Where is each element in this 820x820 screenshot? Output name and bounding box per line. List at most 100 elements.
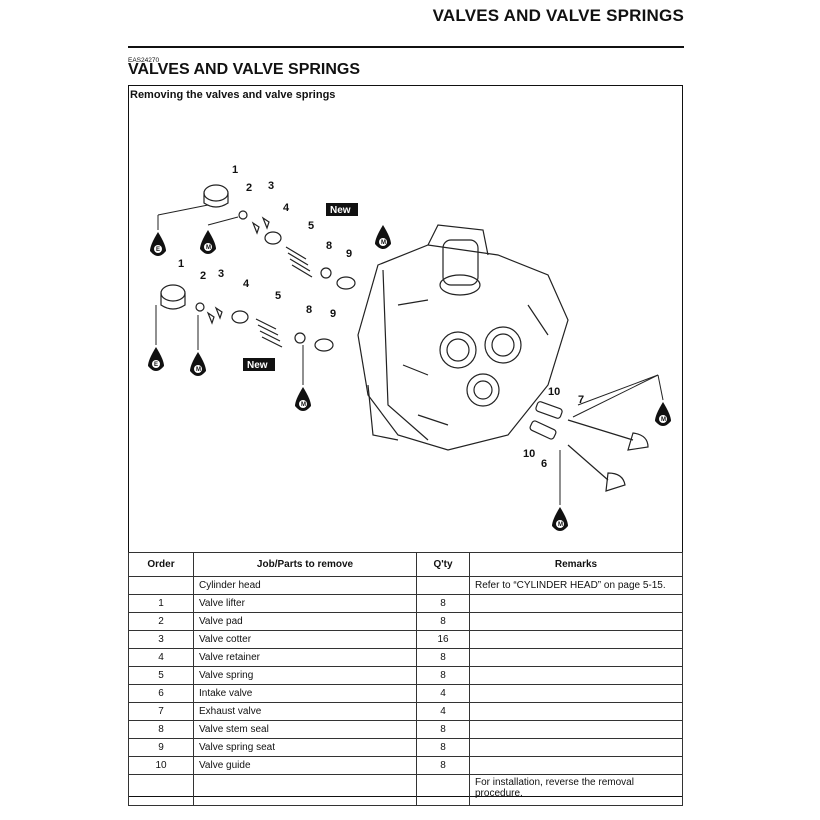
callout-3-lower: 3 — [218, 268, 224, 280]
qty-cell: 8 — [416, 738, 470, 757]
callout-1-lower: 1 — [178, 258, 184, 270]
qty-cell: 8 — [416, 720, 470, 739]
qty-cell: 16 — [416, 630, 470, 649]
oil-mark-m-4: M — [295, 387, 311, 411]
remarks-cell — [469, 594, 683, 613]
order-cell: 3 — [128, 630, 194, 649]
cylinder-head-drawing — [357, 224, 569, 451]
job-header: Job/Parts to remove — [193, 552, 417, 577]
order-header: Order — [128, 552, 194, 577]
svg-text:M: M — [196, 367, 201, 373]
remarks-cell: Refer to “CYLINDER HEAD” on page 5-15. — [469, 576, 683, 595]
remarks-cell — [469, 612, 683, 631]
order-cell — [128, 576, 194, 595]
svg-text:New: New — [247, 360, 268, 371]
order-cell: 5 — [128, 666, 194, 685]
qty-cell: 8 — [416, 666, 470, 685]
callout-2-upper: 2 — [246, 182, 252, 194]
svg-text:M: M — [558, 522, 563, 528]
upper-parts — [203, 184, 356, 290]
oil-mark-m-2: M — [375, 225, 391, 249]
oil-mark-m-6: M — [552, 507, 568, 531]
frame-caption: Removing the valves and valve springs — [130, 89, 336, 101]
callout-4-upper: 4 — [283, 202, 290, 214]
qty-cell: 8 — [416, 612, 470, 631]
parts-removal-table: Order Job/Parts to remove Q'ty Remarks C… — [128, 552, 683, 806]
qty-cell — [416, 774, 470, 806]
remarks-cell — [469, 630, 683, 649]
remarks-cell — [469, 666, 683, 685]
table-row: Cylinder head Refer to “CYLINDER HEAD” on… — [128, 576, 683, 595]
callout-5-lower: 5 — [275, 290, 281, 302]
svg-text:M: M — [206, 245, 211, 251]
section-code: EAS24270 — [128, 57, 160, 64]
job-cell: Valve spring — [193, 666, 417, 685]
job-cell: Valve retainer — [193, 648, 417, 667]
callout-10-upper: 10 — [548, 386, 560, 398]
qty-cell: 8 — [416, 648, 470, 667]
order-cell: 1 — [128, 594, 194, 613]
remarks-cell — [469, 702, 683, 721]
job-cell: Valve spring seat — [193, 738, 417, 757]
callout-6: 6 — [541, 458, 547, 470]
order-cell: 7 — [128, 702, 194, 721]
job-cell: Valve pad — [193, 612, 417, 631]
remarks-cell — [469, 684, 683, 703]
svg-text:M: M — [381, 240, 386, 246]
remarks-cell — [469, 720, 683, 739]
svg-text:M: M — [301, 402, 306, 408]
oil-mark-e-1: E — [150, 232, 166, 256]
job-cell: Valve guide — [193, 756, 417, 775]
job-cell: Valve cotter — [193, 630, 417, 649]
callout-4-lower: 4 — [243, 278, 250, 290]
callout-1-upper: 1 — [232, 164, 238, 176]
callout-2-lower: 2 — [200, 270, 206, 282]
callout-3-upper: 3 — [268, 180, 274, 192]
order-cell: 10 — [128, 756, 194, 775]
callout-9-upper: 9 — [346, 248, 352, 260]
job-cell: Valve stem seal — [193, 720, 417, 739]
qty-header: Q'ty — [416, 552, 470, 577]
order-cell — [128, 774, 194, 806]
order-cell: 8 — [128, 720, 194, 739]
job-cell: Valve lifter — [193, 594, 417, 613]
valve-drawings — [529, 401, 649, 492]
qty-cell: 8 — [416, 756, 470, 775]
new-badge-lower: New — [243, 358, 275, 371]
lower-parts — [160, 284, 334, 352]
remarks-cell — [469, 738, 683, 757]
remarks-cell — [469, 756, 683, 775]
qty-cell — [416, 576, 470, 595]
job-cell: Intake valve — [193, 684, 417, 703]
order-cell: 9 — [128, 738, 194, 757]
order-cell: 4 — [128, 648, 194, 667]
job-cell: Exhaust valve — [193, 702, 417, 721]
callout-9-lower: 9 — [330, 308, 336, 320]
order-cell: 2 — [128, 612, 194, 631]
remarks-cell — [469, 648, 683, 667]
order-cell: 6 — [128, 684, 194, 703]
callout-5-upper: 5 — [308, 220, 314, 232]
svg-text:E: E — [154, 362, 158, 368]
svg-text:M: M — [661, 417, 666, 423]
page-header-title: VALVES AND VALVE SPRINGS — [432, 6, 684, 25]
oil-mark-m-1: M — [200, 230, 216, 254]
callout-8-lower: 8 — [306, 304, 312, 316]
qty-cell: 4 — [416, 684, 470, 703]
oil-mark-m-5: M — [655, 402, 671, 426]
table-header-row: Order Job/Parts to remove Q'ty Remarks — [128, 552, 683, 577]
callout-10-lower: 10 — [523, 448, 535, 460]
oil-marks: E M M E M M M M — [148, 225, 671, 531]
remarks-header: Remarks — [469, 552, 683, 577]
leader-lines — [155, 204, 664, 505]
table-row: For installation, reverse the removal pr… — [128, 774, 683, 806]
job-cell: Cylinder head — [193, 576, 417, 595]
